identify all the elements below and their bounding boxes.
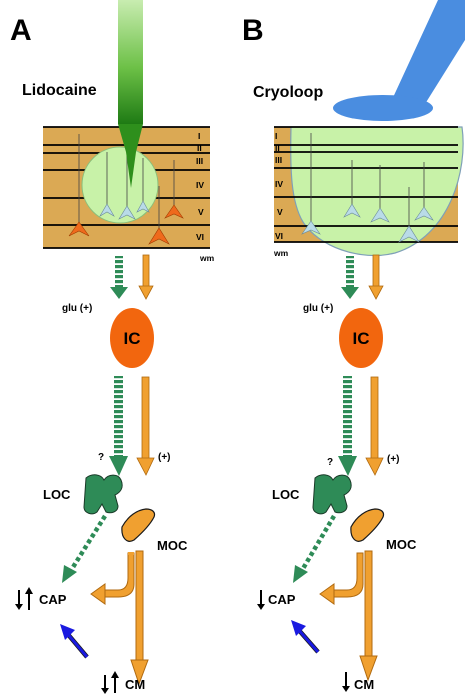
glutamate-arrowhead: [341, 287, 359, 299]
question-mark: ?: [327, 457, 333, 468]
cm-label: CM: [354, 677, 374, 692]
orange-arrowhead: [368, 285, 384, 300]
layer-label: VI: [196, 232, 204, 242]
cap-change-arrows: [257, 590, 265, 610]
method-label: Cryoloop: [253, 84, 323, 101]
cm-change-arrows: [101, 671, 119, 694]
moc-label: MOC: [386, 537, 417, 552]
glutamate-dashed-arrow-shaft: [115, 256, 123, 289]
moc-outputs: [319, 550, 378, 682]
panel-letter: B: [242, 14, 264, 47]
cap-label: CAP: [268, 592, 296, 607]
loc-label: LOC: [272, 487, 300, 502]
inactivated-neurons: [301, 133, 434, 243]
moc-label: MOC: [157, 538, 188, 553]
inactivated-zone: [81, 146, 159, 224]
white-matter-label: wm: [273, 248, 289, 258]
loc-dashed-arrow-shaft: [114, 376, 123, 459]
ic-nucleus: [339, 308, 383, 368]
feedback-arrow: [291, 620, 320, 654]
ic-label: IC: [124, 329, 141, 348]
cm-change-arrows: [342, 672, 350, 692]
glutamate-label: glu (+): [303, 303, 333, 314]
cap-label: CAP: [39, 592, 67, 607]
cap-change-arrows: [15, 587, 33, 610]
inactivated-zone: [290, 126, 464, 257]
ic-nucleus: [110, 308, 154, 368]
orange-arrowhead: [138, 285, 154, 300]
layer-label: III: [196, 156, 203, 166]
inactivated-neurons: [99, 152, 150, 220]
panel-b: B Cryoloop: [242, 0, 465, 692]
cryoloop-icon: [333, 0, 465, 121]
layer-label: V: [198, 207, 204, 217]
layer-label: II: [275, 143, 280, 153]
excitation-label: (+): [387, 454, 400, 465]
moc-neuron: [121, 508, 156, 542]
loc-to-cap-dashed-arrow: [62, 514, 107, 583]
layer-label: I: [198, 131, 200, 141]
glutamate-dashed-arrow-shaft: [346, 256, 354, 289]
ic-label: IC: [353, 329, 370, 348]
panel-letter: A: [10, 14, 32, 47]
active-neurons: [68, 134, 184, 245]
loc-neuron: [312, 474, 352, 515]
method-label: Lidocaine: [22, 82, 97, 99]
question-mark: ?: [98, 452, 104, 463]
layer-label: IV: [196, 180, 204, 190]
layer-label: I: [275, 131, 277, 141]
white-matter-label: wm: [199, 253, 215, 263]
loc-label: LOC: [43, 487, 71, 502]
loc-dashed-arrow-shaft: [343, 376, 352, 459]
loc-neuron: [83, 474, 123, 515]
panel-a: A Lidocaine: [10, 0, 215, 694]
excitation-label: (+): [158, 452, 171, 463]
glutamate-arrowhead: [110, 287, 128, 299]
layer-labels: I II III IV V VI: [275, 131, 283, 241]
loc-to-cap-dashed-arrow: [293, 514, 336, 583]
layer-labels: I II III IV V VI: [196, 131, 204, 242]
moc-outputs: [90, 550, 149, 686]
feedback-arrow: [60, 624, 89, 659]
layer-label: V: [277, 207, 283, 217]
layer-label: IV: [275, 179, 283, 189]
layer-label: VI: [275, 231, 283, 241]
layer-label: II: [197, 143, 202, 153]
layer-label: III: [275, 155, 282, 165]
moc-neuron: [350, 508, 385, 542]
syringe-icon: [118, 0, 143, 188]
glutamate-label: glu (+): [62, 303, 92, 314]
cm-label: CM: [125, 677, 145, 692]
cortex-section: I II III IV V VI wm: [273, 126, 464, 258]
